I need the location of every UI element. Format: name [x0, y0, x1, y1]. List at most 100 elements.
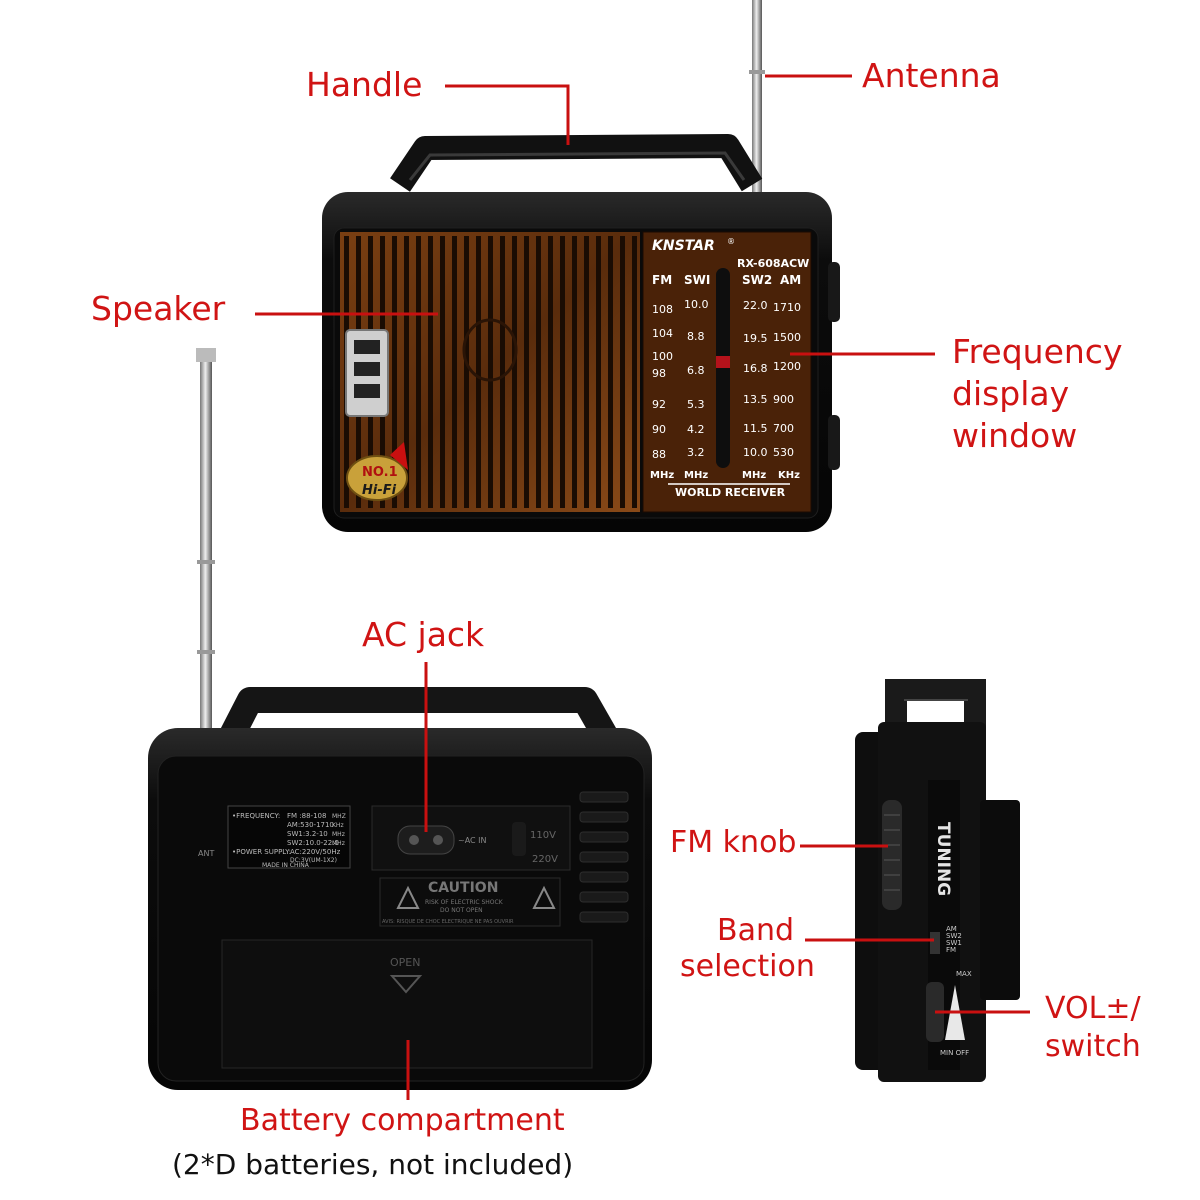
sw1-mark: 3.2 — [687, 446, 705, 459]
speaker-slat — [524, 236, 529, 508]
fm-mark: 108 — [652, 303, 673, 316]
speaker-slat — [404, 236, 409, 508]
speaker-slat — [428, 236, 433, 508]
callout-ac-jack: AC jack — [362, 615, 485, 654]
callout-battery: Battery compartment — [240, 1103, 565, 1138]
caution-line: AVIS: RISQUE DE CHOC ELECTRIQUE NE PAS O… — [382, 919, 514, 925]
speaker-slat — [584, 236, 589, 508]
am-mark: 1200 — [773, 360, 801, 373]
speaker-slat — [536, 236, 541, 508]
callout-frequency-2: display — [952, 374, 1070, 413]
unit-sw2: MHz — [742, 470, 766, 481]
band-option: SW1 — [946, 939, 962, 947]
band-header-sw2: SW2 — [742, 273, 772, 287]
spec-line: MHZ — [332, 813, 346, 820]
sw1-mark: 8.8 — [687, 330, 705, 343]
fm-mark: 98 — [652, 367, 666, 380]
back-handle — [220, 687, 617, 742]
v110-label: 110V — [530, 830, 556, 841]
callout-fm-knob: FM knob — [670, 825, 797, 860]
spec-line: •POWER SUPPLY: — [232, 848, 291, 856]
spec-line: SW2:10.0-22.0 — [287, 839, 339, 847]
sw1-mark: 5.3 — [687, 398, 705, 411]
frequency-dial: KNSTAR ® RX-608ACW FM SWI SW2 AM 108 104… — [642, 231, 812, 513]
spec-line: SW1:3.2-10 — [287, 830, 328, 838]
world-receiver: WORLD RECEIVER — [675, 486, 786, 499]
speaker-grille — [340, 232, 640, 512]
speaker-slat — [572, 236, 577, 508]
speaker-slat — [464, 236, 469, 508]
am-mark: 700 — [773, 422, 794, 435]
speaker-slat — [452, 236, 457, 508]
callout-vol-1: VOL±/ — [1045, 991, 1141, 1026]
open-label: OPEN — [390, 956, 420, 969]
am-mark: 530 — [773, 446, 794, 459]
sw1-mark: 4.2 — [687, 423, 705, 436]
v220-label: 220V — [532, 854, 558, 865]
band-header-sw1: SWI — [684, 273, 710, 287]
brand-reg: ® — [727, 237, 735, 246]
ant-label: ANT — [198, 849, 214, 858]
caution-line: RISK OF ELECTRIC SHOCK — [425, 899, 504, 906]
leader-handle — [445, 84, 570, 145]
badge-bottom: Hi-Fi — [362, 483, 397, 498]
speaker-slat — [608, 236, 613, 508]
fm-mark: 90 — [652, 423, 666, 436]
hifi-badge: NO.1 Hi-Fi — [346, 442, 408, 501]
fm-mark: 92 — [652, 398, 666, 411]
sw1-mark: 10.0 — [684, 298, 709, 311]
band-header-am: AM — [780, 273, 801, 287]
sw2-mark: 22.0 — [743, 299, 768, 312]
band-option: SW2 — [946, 932, 962, 940]
fm-mark: 104 — [652, 327, 673, 340]
brand-name: KNSTAR — [652, 238, 715, 254]
speaker-slat — [416, 236, 421, 508]
callout-frequency-1: Frequency — [952, 332, 1123, 371]
am-mark: 1710 — [773, 301, 801, 314]
unit-fm: MHz — [650, 470, 674, 481]
speaker-slat — [392, 236, 397, 508]
speaker-slat — [476, 236, 481, 508]
side-handle — [885, 679, 986, 745]
tuning-label: TUNING — [933, 822, 953, 896]
max-label: MAX — [956, 970, 972, 978]
speaker-slat — [596, 236, 601, 508]
ac-in-label: ~AC IN — [458, 836, 487, 845]
min-off-label: MIN OFF — [940, 1049, 969, 1057]
spec-line: AM:530-1710 — [287, 821, 334, 829]
sw2-mark: 19.5 — [743, 332, 768, 345]
speaker-slat — [512, 236, 517, 508]
callout-vol-2: switch — [1045, 1029, 1141, 1064]
battery-note: (2*D batteries, not included) — [172, 1148, 574, 1181]
callout-speaker: Speaker — [91, 289, 226, 328]
sw2-mark: 11.5 — [743, 422, 768, 435]
spec-line: MHz — [332, 831, 345, 838]
speaker-slat — [548, 236, 553, 508]
am-mark: 900 — [773, 393, 794, 406]
front-antenna — [749, 0, 765, 210]
callout-handle: Handle — [306, 65, 423, 104]
callout-frequency-3: window — [952, 416, 1078, 455]
spec-line: •FREQUENCY: — [232, 812, 280, 820]
speaker-slat — [500, 236, 505, 508]
band-option: FM — [946, 946, 956, 954]
model-number: RX-608ACW — [737, 257, 809, 270]
callout-band-2: selection — [680, 949, 815, 984]
fm-mark: 100 — [652, 350, 673, 363]
sw1-mark: 6.8 — [687, 364, 705, 377]
spec-line: MHz — [332, 840, 345, 847]
speaker-slat — [440, 236, 445, 508]
spec-line: AC:220V/50Hz — [290, 848, 341, 856]
sw2-mark: 16.8 — [743, 362, 768, 375]
back-radio-body — [148, 728, 652, 1090]
speaker-slat — [488, 236, 493, 508]
caution-title: CAUTION — [428, 880, 498, 896]
callout-band-1: Band — [717, 913, 795, 948]
speaker-slat — [632, 236, 637, 508]
speaker-slat — [560, 236, 565, 508]
am-mark: 1500 — [773, 331, 801, 344]
band-option: AM — [946, 925, 957, 933]
spec-line: FM :88-108 — [287, 812, 326, 820]
badge-top: NO.1 — [362, 465, 398, 480]
